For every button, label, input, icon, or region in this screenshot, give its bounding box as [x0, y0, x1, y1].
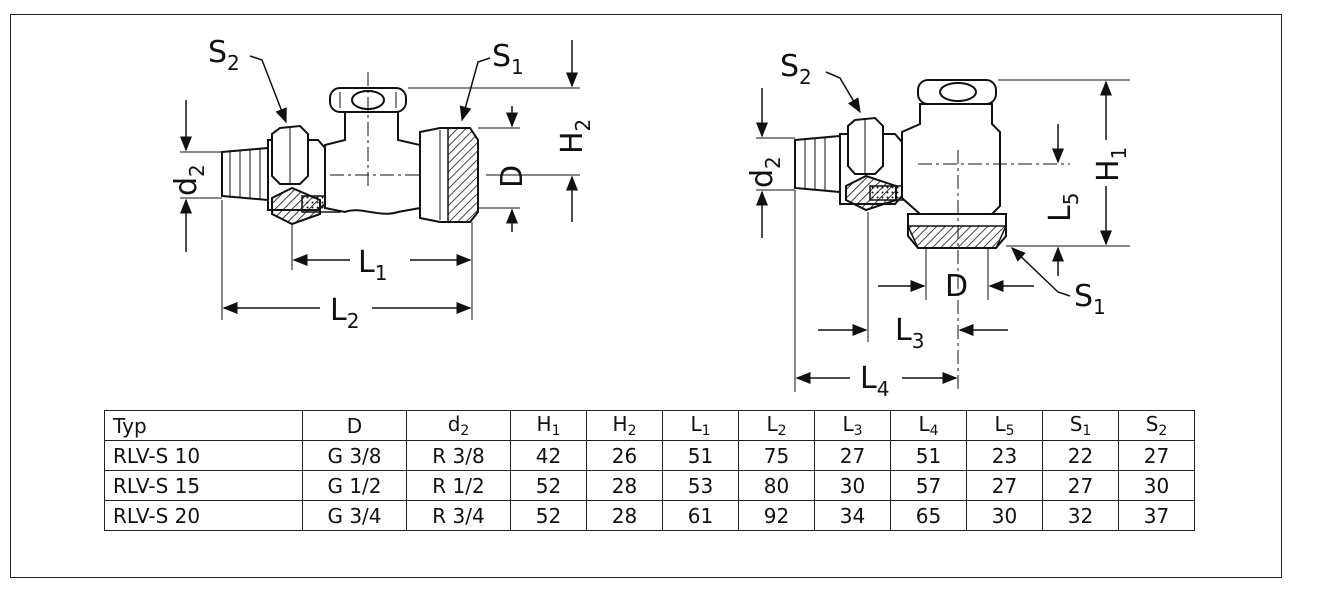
cell-s1: 27 [1042, 470, 1119, 501]
cell-d2: R 3/4 [406, 500, 511, 531]
label-d-straight: D [495, 165, 530, 188]
label-l3: L3 [895, 313, 924, 353]
column-header-s2: S2 [1118, 410, 1195, 441]
label-l5: L5 [1043, 193, 1083, 222]
column-header-d2: d2 [406, 410, 511, 441]
cell-typ: RLV-S 20 [104, 500, 303, 531]
column-header-l3: L3 [814, 410, 891, 441]
cell-d: G 3/8 [302, 440, 407, 471]
cell-h1: 42 [510, 440, 587, 471]
cell-typ: RLV-S 15 [104, 470, 303, 501]
cell-l2: 80 [738, 470, 815, 501]
column-header-l4: L4 [890, 410, 967, 441]
table-row: RLV-S 10 G 3/8 R 3/8 42 26 51 75 27 51 2… [104, 440, 1195, 471]
cell-l3: 27 [814, 440, 891, 471]
cell-s1: 32 [1042, 500, 1119, 531]
cell-l4: 65 [890, 500, 967, 531]
cell-d: G 3/4 [302, 500, 407, 531]
cell-l5: 27 [966, 470, 1043, 501]
label-s1-straight: S1 [492, 39, 524, 79]
cell-s2: 37 [1118, 500, 1195, 531]
cell-h2: 26 [586, 440, 663, 471]
cell-l3: 34 [814, 500, 891, 531]
straight-valve-labels: S2 S1 H2 D d2 L1 L2 [169, 35, 595, 333]
label-d2-straight: d2 [169, 164, 209, 196]
angle-valve-labels: S2 d2 H1 L5 D S1 L3 L4 [745, 49, 1131, 401]
column-header-h1: H1 [510, 410, 587, 441]
cell-l1: 61 [662, 500, 739, 531]
label-h2: H2 [555, 119, 595, 154]
label-s2-angle: S2 [780, 49, 812, 89]
cell-l4: 51 [890, 440, 967, 471]
cell-s2: 30 [1118, 470, 1195, 501]
cell-h2: 28 [586, 470, 663, 501]
straight-valve [180, 55, 580, 320]
cell-s1: 22 [1042, 440, 1119, 471]
drawing-frame [10, 14, 1282, 578]
label-d2-angle: d2 [745, 156, 785, 188]
cell-l5: 23 [966, 440, 1043, 471]
dimension-table: Typ D d2 H1 H2 L1 L2 L3 L4 L5 S1 S2 RLV-… [104, 410, 1195, 531]
table-header-row: Typ D d2 H1 H2 L1 L2 L3 L4 L5 S1 S2 [104, 410, 1195, 441]
cell-l3: 30 [814, 470, 891, 501]
cell-d2: R 1/2 [406, 470, 511, 501]
column-header-l5: L5 [966, 410, 1043, 441]
cell-typ: RLV-S 10 [104, 440, 303, 471]
label-s1-angle: S1 [1074, 279, 1106, 319]
label-l2: L2 [330, 293, 359, 333]
column-header-typ: Typ [104, 410, 303, 441]
cell-l1: 53 [662, 470, 739, 501]
cell-h1: 52 [510, 500, 587, 531]
cell-l1: 51 [662, 440, 739, 471]
label-l1: L1 [358, 245, 387, 285]
cell-h2: 28 [586, 500, 663, 531]
label-l4: L4 [860, 361, 889, 401]
cell-d: G 1/2 [302, 470, 407, 501]
cell-l4: 57 [890, 470, 967, 501]
label-h1: H1 [1091, 147, 1131, 182]
table-row: RLV-S 15 G 1/2 R 1/2 52 28 53 80 30 57 2… [104, 470, 1195, 501]
column-header-h2: H2 [586, 410, 663, 441]
angle-valve-dimensions [756, 80, 1112, 384]
technical-drawing: S2 S1 H2 D d2 L1 L2 S2 d2 H1 L5 D S1 L3 … [169, 35, 1131, 401]
cell-d2: R 3/8 [406, 440, 511, 471]
label-d-angle: D [945, 269, 968, 304]
cell-l2: 92 [738, 500, 815, 531]
column-header-s1: S1 [1042, 410, 1119, 441]
angle-valve [756, 71, 1130, 392]
cell-l2: 75 [738, 440, 815, 471]
column-header-l2: L2 [738, 410, 815, 441]
cell-l5: 30 [966, 500, 1043, 531]
cell-h1: 52 [510, 470, 587, 501]
column-header-l1: L1 [662, 410, 739, 441]
label-s2-straight: S2 [208, 35, 240, 75]
table-row: RLV-S 20 G 3/4 R 3/4 52 28 61 92 34 65 3… [104, 500, 1195, 531]
column-header-d: D [302, 410, 407, 441]
straight-valve-dimensions [180, 40, 578, 314]
cell-s2: 27 [1118, 440, 1195, 471]
